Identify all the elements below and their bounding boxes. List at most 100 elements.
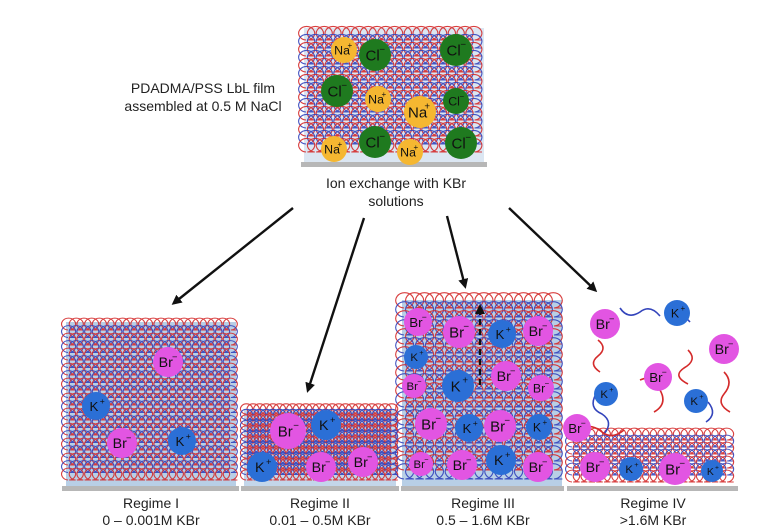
k-ion-circle xyxy=(455,414,483,442)
br-ion: Br− xyxy=(402,374,426,398)
k-ion-circle xyxy=(488,320,516,348)
cl-ion: Cl− xyxy=(440,34,472,66)
k-ion-charge: + xyxy=(609,385,613,394)
br-ion-label: Br xyxy=(529,324,544,340)
k-ion-charge: + xyxy=(543,418,548,427)
k-ion-charge: + xyxy=(506,324,511,334)
br-ion-circle xyxy=(409,452,433,476)
regime-3-range: 0.5 – 1.6M KBr xyxy=(436,512,530,528)
k-ion-circle xyxy=(684,389,708,413)
k-ion: K+ xyxy=(594,382,618,406)
pss-layer xyxy=(565,448,735,462)
br-ion-label: Br xyxy=(449,324,464,341)
br-ion-label: Br xyxy=(665,461,680,478)
br-ion: Br− xyxy=(659,453,691,485)
br-ion-circle xyxy=(443,316,475,348)
ions-regime-3: Br−Br−K+Br−K+Br−K+Br−Br−Br−K+Br−K+Br−Br−… xyxy=(402,308,554,482)
br-ion-charge: − xyxy=(662,367,667,377)
k-ion-charge: + xyxy=(699,392,703,401)
na-ion-charge: + xyxy=(348,41,353,50)
pss-strand xyxy=(619,307,661,317)
br-ion: Br− xyxy=(523,452,553,482)
cl-ion: Cl− xyxy=(359,126,391,158)
br-ion-label: Br xyxy=(159,355,174,371)
k-ion-label: K xyxy=(175,434,184,449)
br-ion-charge: − xyxy=(367,452,372,462)
k-ion: K+ xyxy=(486,445,516,475)
br-ion-label: Br xyxy=(414,459,426,471)
k-ion-label: K xyxy=(89,399,98,414)
exchange-label: Ion exchange with KBr solutions xyxy=(300,174,492,210)
na-ion: Na+ xyxy=(397,139,423,165)
br-ion-circle xyxy=(447,450,477,480)
k-ion: K+ xyxy=(442,370,474,402)
br-ion-label: Br xyxy=(113,436,128,452)
cl-ion-charge: − xyxy=(460,40,466,51)
br-ion-label: Br xyxy=(409,315,423,330)
k-ion-label: K xyxy=(451,378,461,395)
br-ion-circle xyxy=(153,347,183,377)
br-ion: Br− xyxy=(270,413,306,449)
br-ion-label: Br xyxy=(586,460,601,476)
ions-regime-2: Br−K+K+Br−Br− xyxy=(247,410,378,482)
regime-3-caption: Regime III 0.5 – 1.6M KBr xyxy=(392,495,574,529)
br-ion-label: Br xyxy=(421,416,436,433)
cl-ion-label: Cl xyxy=(366,47,380,64)
br-ion-circle xyxy=(563,414,591,442)
br-ion-label: Br xyxy=(354,455,369,471)
na-ion-charge: + xyxy=(338,140,343,149)
br-ion-charge: − xyxy=(504,416,510,427)
substrate-regime-4 xyxy=(567,486,738,491)
k-ion-circle xyxy=(442,370,474,402)
substrate-top-film xyxy=(301,162,487,167)
cl-ion-charge: − xyxy=(465,133,471,144)
br-ion-circle xyxy=(107,428,137,458)
br-ion-circle xyxy=(402,374,426,398)
br-ion: Br− xyxy=(590,309,620,339)
cl-ion-circle xyxy=(359,126,391,158)
na-ion-label: Na xyxy=(368,92,384,106)
cl-ion-charge: − xyxy=(460,92,465,101)
k-ion: K+ xyxy=(455,414,483,442)
br-ion-charge: − xyxy=(435,414,441,425)
br-ion-label: Br xyxy=(407,381,419,393)
k-ion-label: K xyxy=(625,464,633,476)
k-ion-charge: + xyxy=(186,431,191,441)
na-ion: Na+ xyxy=(321,136,347,162)
br-ion-label: Br xyxy=(529,460,544,476)
br-ion: Br− xyxy=(443,316,475,348)
br-ion-charge: − xyxy=(609,314,614,324)
k-ion-circle xyxy=(594,382,618,406)
arrow-to-regime-2 xyxy=(305,217,366,393)
br-ion: Br− xyxy=(415,408,447,440)
k-ion-label: K xyxy=(319,418,329,434)
br-ion-label: Br xyxy=(497,369,512,385)
br-ion-label: Br xyxy=(312,460,327,476)
na-ion-charge: + xyxy=(382,90,387,99)
br-ion-charge: − xyxy=(728,339,733,349)
k-ion-label: K xyxy=(707,467,714,478)
br-ion-label: Br xyxy=(533,381,545,395)
substrate-regime-1 xyxy=(62,486,239,491)
br-ion-circle xyxy=(523,452,553,482)
regime-4-name: Regime IV xyxy=(620,495,686,511)
substrate-regime-3 xyxy=(401,486,564,491)
k-ion-charge: + xyxy=(634,460,638,469)
br-ion-charge: − xyxy=(325,457,330,467)
regime-4-range: >1.6M KBr xyxy=(619,512,687,528)
br-ion-charge: − xyxy=(422,312,427,322)
k-ion-label: K xyxy=(671,306,680,320)
na-ion: Na+ xyxy=(404,96,436,128)
k-ion-circle xyxy=(619,457,643,481)
k-ion-circle xyxy=(526,414,552,440)
na-ion-circle xyxy=(365,86,391,112)
cl-ion-circle xyxy=(443,88,469,114)
br-ion-label: Br xyxy=(453,458,468,474)
br-ion-circle xyxy=(415,408,447,440)
k-ion-label: K xyxy=(600,389,608,401)
br-ion-label: Br xyxy=(568,421,582,436)
cl-ion-charge: − xyxy=(379,132,385,143)
br-ion-circle xyxy=(709,334,739,364)
k-ion: K+ xyxy=(404,345,428,369)
